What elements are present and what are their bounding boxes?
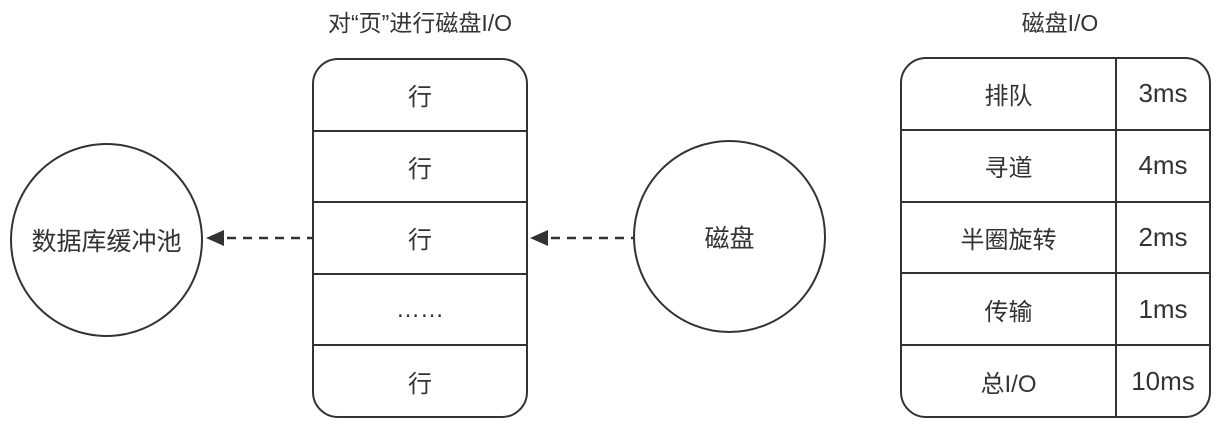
page-to-buffer-arrow	[206, 230, 312, 246]
row-value: 2ms	[1138, 221, 1188, 252]
row-label: 行	[408, 370, 432, 398]
page-table-title: 对“页”进行磁盘I/O	[328, 10, 512, 36]
disk-io-row: 排队 3ms	[902, 59, 1209, 131]
row-label: ……	[396, 295, 444, 323]
row-label: 行	[408, 84, 432, 112]
buffer-pool-label: 数据库缓冲池	[31, 228, 182, 256]
disk-io-table: 排队 3ms 寻道 4ms 半圈旋转 2ms 传输 1ms 总I/O 10ms	[900, 57, 1211, 418]
row-label: 行	[408, 155, 432, 183]
page-table-row: ……	[314, 275, 526, 347]
row-label: 寻道	[902, 130, 1117, 201]
row-label: 行	[408, 227, 432, 255]
page-table-row: 行	[314, 132, 526, 204]
disk-label: 磁盘	[704, 224, 755, 253]
disk-io-row: 半圈旋转 2ms	[902, 202, 1209, 275]
page-table: 行 行 行 …… 行	[312, 58, 528, 418]
disk-io-row: 传输 1ms	[902, 274, 1209, 347]
row-label: 排队	[902, 59, 1117, 129]
arrowhead-left-icon	[530, 230, 548, 246]
disk-io-row: 寻道 4ms	[902, 130, 1209, 203]
row-value: 4ms	[1138, 150, 1188, 181]
row-label: 传输	[902, 274, 1117, 345]
disk-io-row: 总I/O 10ms	[902, 346, 1209, 416]
disk-circle: 磁盘	[633, 140, 826, 333]
row-label: 半圈旋转	[902, 202, 1117, 273]
page-table-row: 行	[314, 346, 526, 416]
row-value: 3ms	[1138, 78, 1188, 109]
page-table-row: 行	[314, 203, 526, 275]
arrowhead-left-icon	[206, 230, 224, 246]
disk-io-table-title: 磁盘I/O	[1021, 10, 1099, 36]
row-label: 总I/O	[902, 346, 1117, 416]
row-value: 10ms	[1131, 365, 1195, 396]
disk-to-page-arrow	[530, 230, 633, 246]
page-table-row: 行	[314, 60, 526, 132]
buffer-pool-circle: 数据库缓冲池	[10, 143, 203, 337]
row-value: 1ms	[1138, 293, 1188, 324]
